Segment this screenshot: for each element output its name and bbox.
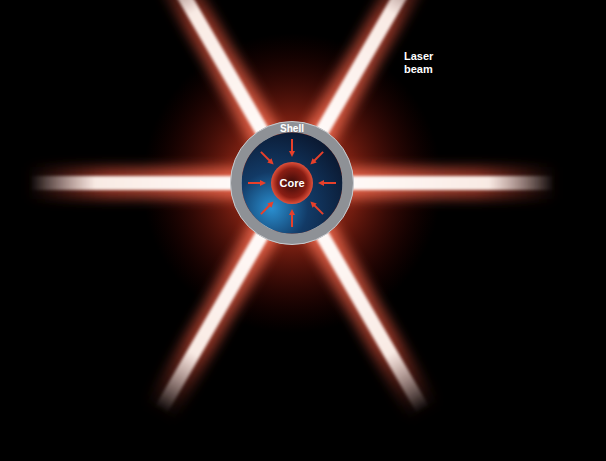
compression-arrow — [321, 182, 336, 184]
shell-node: ShellCore — [230, 121, 354, 245]
compression-arrow — [291, 139, 293, 154]
shell-label: Shell — [230, 123, 354, 134]
compression-arrow — [291, 212, 293, 227]
compression-arrow — [261, 204, 272, 215]
compression-arrow — [248, 182, 263, 184]
beam-label: Laser beam — [404, 50, 444, 76]
compression-arrow — [261, 152, 272, 163]
compression-arrow — [313, 204, 324, 215]
compression-arrow — [313, 152, 324, 163]
core-node: Core — [270, 161, 314, 205]
core-label: Core — [270, 177, 314, 189]
